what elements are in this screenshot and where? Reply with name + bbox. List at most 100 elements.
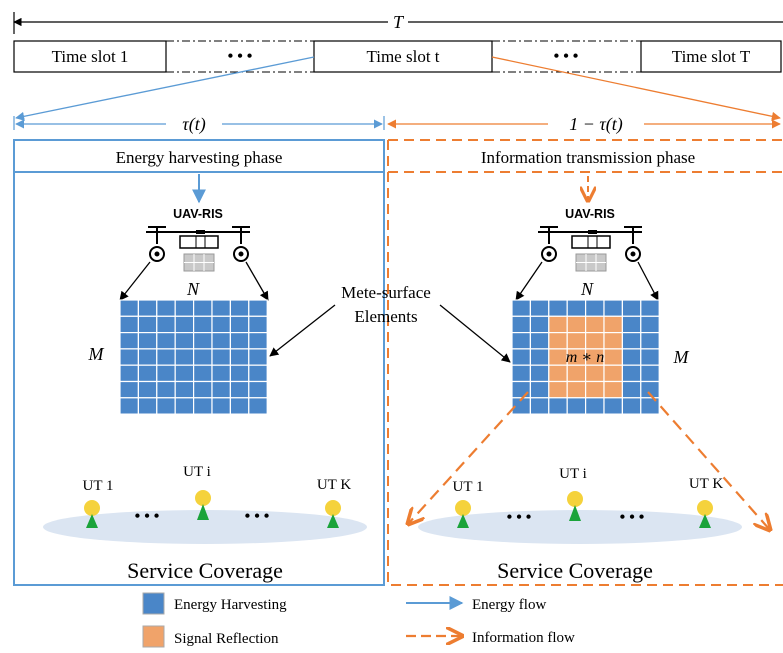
- legend-swatch-energy-harvesting: [142, 592, 165, 615]
- reflecting-element-cell: [566, 315, 587, 334]
- energy-phase-expansion-line: [15, 56, 315, 121]
- harvesting-element-cell: [211, 348, 231, 366]
- user-ellipsis: • • •: [507, 509, 532, 526]
- harvesting-element-cell: [621, 332, 642, 350]
- grid-rows-label-right: M: [673, 347, 690, 367]
- harvesting-element-cell: [156, 315, 176, 334]
- harvesting-element-cell: [137, 364, 158, 383]
- harvesting-element-cell: [211, 380, 231, 399]
- harvesting-element-cell: [119, 380, 139, 399]
- user-label: UT 1: [453, 479, 484, 495]
- harvesting-element-cell: [248, 332, 268, 350]
- harvesting-element-cell: [248, 299, 268, 317]
- harvesting-element-cell: [156, 348, 176, 366]
- legend-swatch-signal-reflection: [142, 625, 165, 648]
- harvesting-element-cell: [529, 380, 550, 399]
- harvesting-element-cell: [640, 299, 660, 317]
- reflecting-element-cell: [566, 380, 587, 399]
- reflecting-element-cell: [584, 315, 605, 334]
- service-coverage-right: UT 1 • • • UT i • • • UT K Service Cover…: [418, 466, 742, 583]
- time-slot-t-label: Time slot t: [366, 47, 439, 66]
- harvesting-element-cell: [193, 397, 213, 415]
- harvesting-element-cell: [529, 397, 550, 415]
- slot-ellipsis-right: • • •: [554, 48, 579, 65]
- user-terminal-1: UT 1: [83, 478, 114, 528]
- user-base-icon: [699, 514, 711, 528]
- reflection-beam-left: [408, 391, 529, 524]
- callout-pointer-left: [269, 304, 336, 357]
- reflecting-element-cell: [603, 380, 623, 399]
- service-coverage-label: Service Coverage: [127, 558, 283, 583]
- harvesting-element-cell: [229, 348, 250, 366]
- harvesting-element-cell: [229, 299, 250, 317]
- harvesting-element-cell: [174, 315, 195, 334]
- harvesting-element-cell: [193, 315, 213, 334]
- one-minus-tau-label: 1 − τ(t): [569, 114, 623, 135]
- harvesting-element-cell: [229, 380, 250, 399]
- timeline: T Time slot 1 • • • Time slot t • • • Ti…: [13, 12, 783, 73]
- uav-to-grid-arrow-right: [637, 261, 659, 301]
- time-slot-T: [640, 40, 782, 73]
- metasurface-callout-line2: Elements: [354, 307, 417, 326]
- harvesting-element-cell: [119, 364, 139, 383]
- legend: Energy Harvesting Signal Reflection Ener…: [142, 592, 575, 648]
- grid-columns-label-right: N: [580, 279, 594, 299]
- reflecting-element-cell: [584, 364, 605, 383]
- reflecting-element-cell: [603, 315, 623, 334]
- harvesting-element-cell: [229, 332, 250, 350]
- harvesting-element-cell: [211, 299, 231, 317]
- harvesting-element-cell: [248, 315, 268, 334]
- harvesting-element-cell: [529, 348, 550, 366]
- harvesting-element-cell: [640, 364, 660, 383]
- harvesting-element-cell: [248, 348, 268, 366]
- grid-columns-label-left: N: [186, 279, 200, 299]
- harvesting-element-cell: [156, 397, 176, 415]
- harvesting-element-cell: [174, 332, 195, 350]
- harvesting-element-cell: [211, 315, 231, 334]
- reflecting-element-cell: [548, 315, 568, 334]
- uav-label-right: UAV-RIS: [565, 207, 615, 221]
- uav-to-grid-arrow-left: [119, 261, 151, 301]
- harvesting-element-cell: [174, 348, 195, 366]
- harvesting-element-cell: [156, 332, 176, 350]
- harvesting-element-cell: [119, 299, 139, 317]
- harvesting-element-cell: [511, 315, 531, 334]
- harvesting-element-cell: [156, 364, 176, 383]
- reflection-beam-right: [647, 391, 770, 530]
- reflecting-element-cell: [566, 332, 587, 350]
- harvesting-element-cell: [137, 332, 158, 350]
- reflecting-element-cell: [548, 380, 568, 399]
- harvesting-element-cell: [566, 299, 587, 317]
- harvesting-element-cell: [211, 364, 231, 383]
- harvesting-element-cell: [174, 397, 195, 415]
- user-terminal-i: UT i: [559, 466, 587, 521]
- harvesting-element-cell: [511, 332, 531, 350]
- time-slot-1-label: Time slot 1: [52, 47, 129, 66]
- left-duration: τ(t): [13, 112, 385, 135]
- callout-pointer-right: [439, 304, 511, 363]
- harvesting-element-cell: [119, 397, 139, 415]
- service-coverage-left: UT 1 • • • UT i • • • UT K Service Cover…: [43, 464, 367, 583]
- active-block-label: m ∗ n: [566, 349, 604, 366]
- user-label: UT 1: [83, 478, 114, 494]
- harvesting-element-cell: [193, 364, 213, 383]
- user-ellipsis: • • •: [245, 508, 270, 525]
- user-head-icon: [325, 500, 341, 516]
- harvesting-element-cell: [137, 380, 158, 399]
- harvesting-element-cell: [229, 397, 250, 415]
- user-head-icon: [697, 500, 713, 516]
- legend-label-signal-reflection: Signal Reflection: [174, 631, 279, 647]
- user-label: UT i: [183, 464, 211, 480]
- legend-label-information-flow: Information flow: [472, 630, 575, 646]
- harvesting-element-cell: [211, 397, 231, 415]
- harvesting-element-cell: [156, 299, 176, 317]
- uav-ris-left: UAV-RIS: [119, 207, 269, 301]
- harvesting-element-cell: [511, 380, 531, 399]
- user-base-icon: [86, 514, 98, 528]
- uav-label-left: UAV-RIS: [173, 207, 223, 221]
- user-base-icon: [569, 505, 581, 521]
- ris-panel-icon: [575, 253, 607, 272]
- harvesting-element-cell: [621, 299, 642, 317]
- harvesting-element-cell: [156, 380, 176, 399]
